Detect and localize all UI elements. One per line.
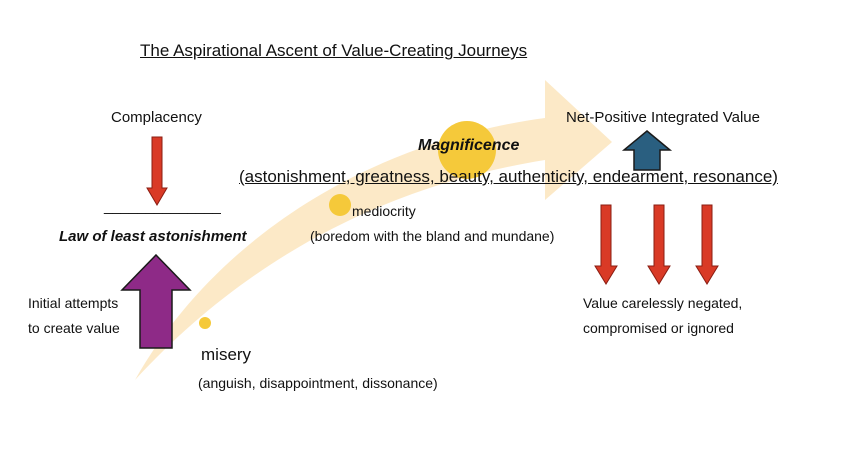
magnificence-detail: (astonishment, greatness, beauty, authen… [239,167,778,186]
initial-attempts-label-line1: Initial attempts [28,295,119,311]
misery-label: misery [201,345,252,364]
law-of-least-astonishment-label: Law of least astonishment [59,228,247,245]
divider-line: ______________ [104,198,221,215]
misery-detail: (anguish, disappointment, dissonance) [198,375,438,391]
complacency-down-arrow [146,136,168,206]
initial-attempts-label-line2: to create value [28,320,120,336]
magnificence-label: Magnificence [418,137,520,154]
mediocrity-detail: (boredom with the bland and mundane) [310,228,555,244]
mediocrity-label: mediocrity [352,203,416,219]
complacency-label: Complacency [111,109,202,126]
magnificence-dot [438,121,496,179]
misery-dot [199,317,211,329]
negated-down-arrow-3 [695,204,719,285]
negated-down-arrow-1 [594,204,618,285]
negated-label-line2: compromised or ignored [583,320,734,336]
mediocrity-dot [329,194,351,216]
initial-attempts-up-arrow [120,253,192,349]
negated-label-line1: Value carelessly negated, [583,295,743,311]
negated-down-arrow-2 [647,204,671,285]
net-positive-label: Net-Positive Integrated Value [566,109,760,126]
net-positive-up-arrow [621,130,673,171]
diagram-title: The Aspirational Ascent of Value-Creatin… [140,41,528,60]
